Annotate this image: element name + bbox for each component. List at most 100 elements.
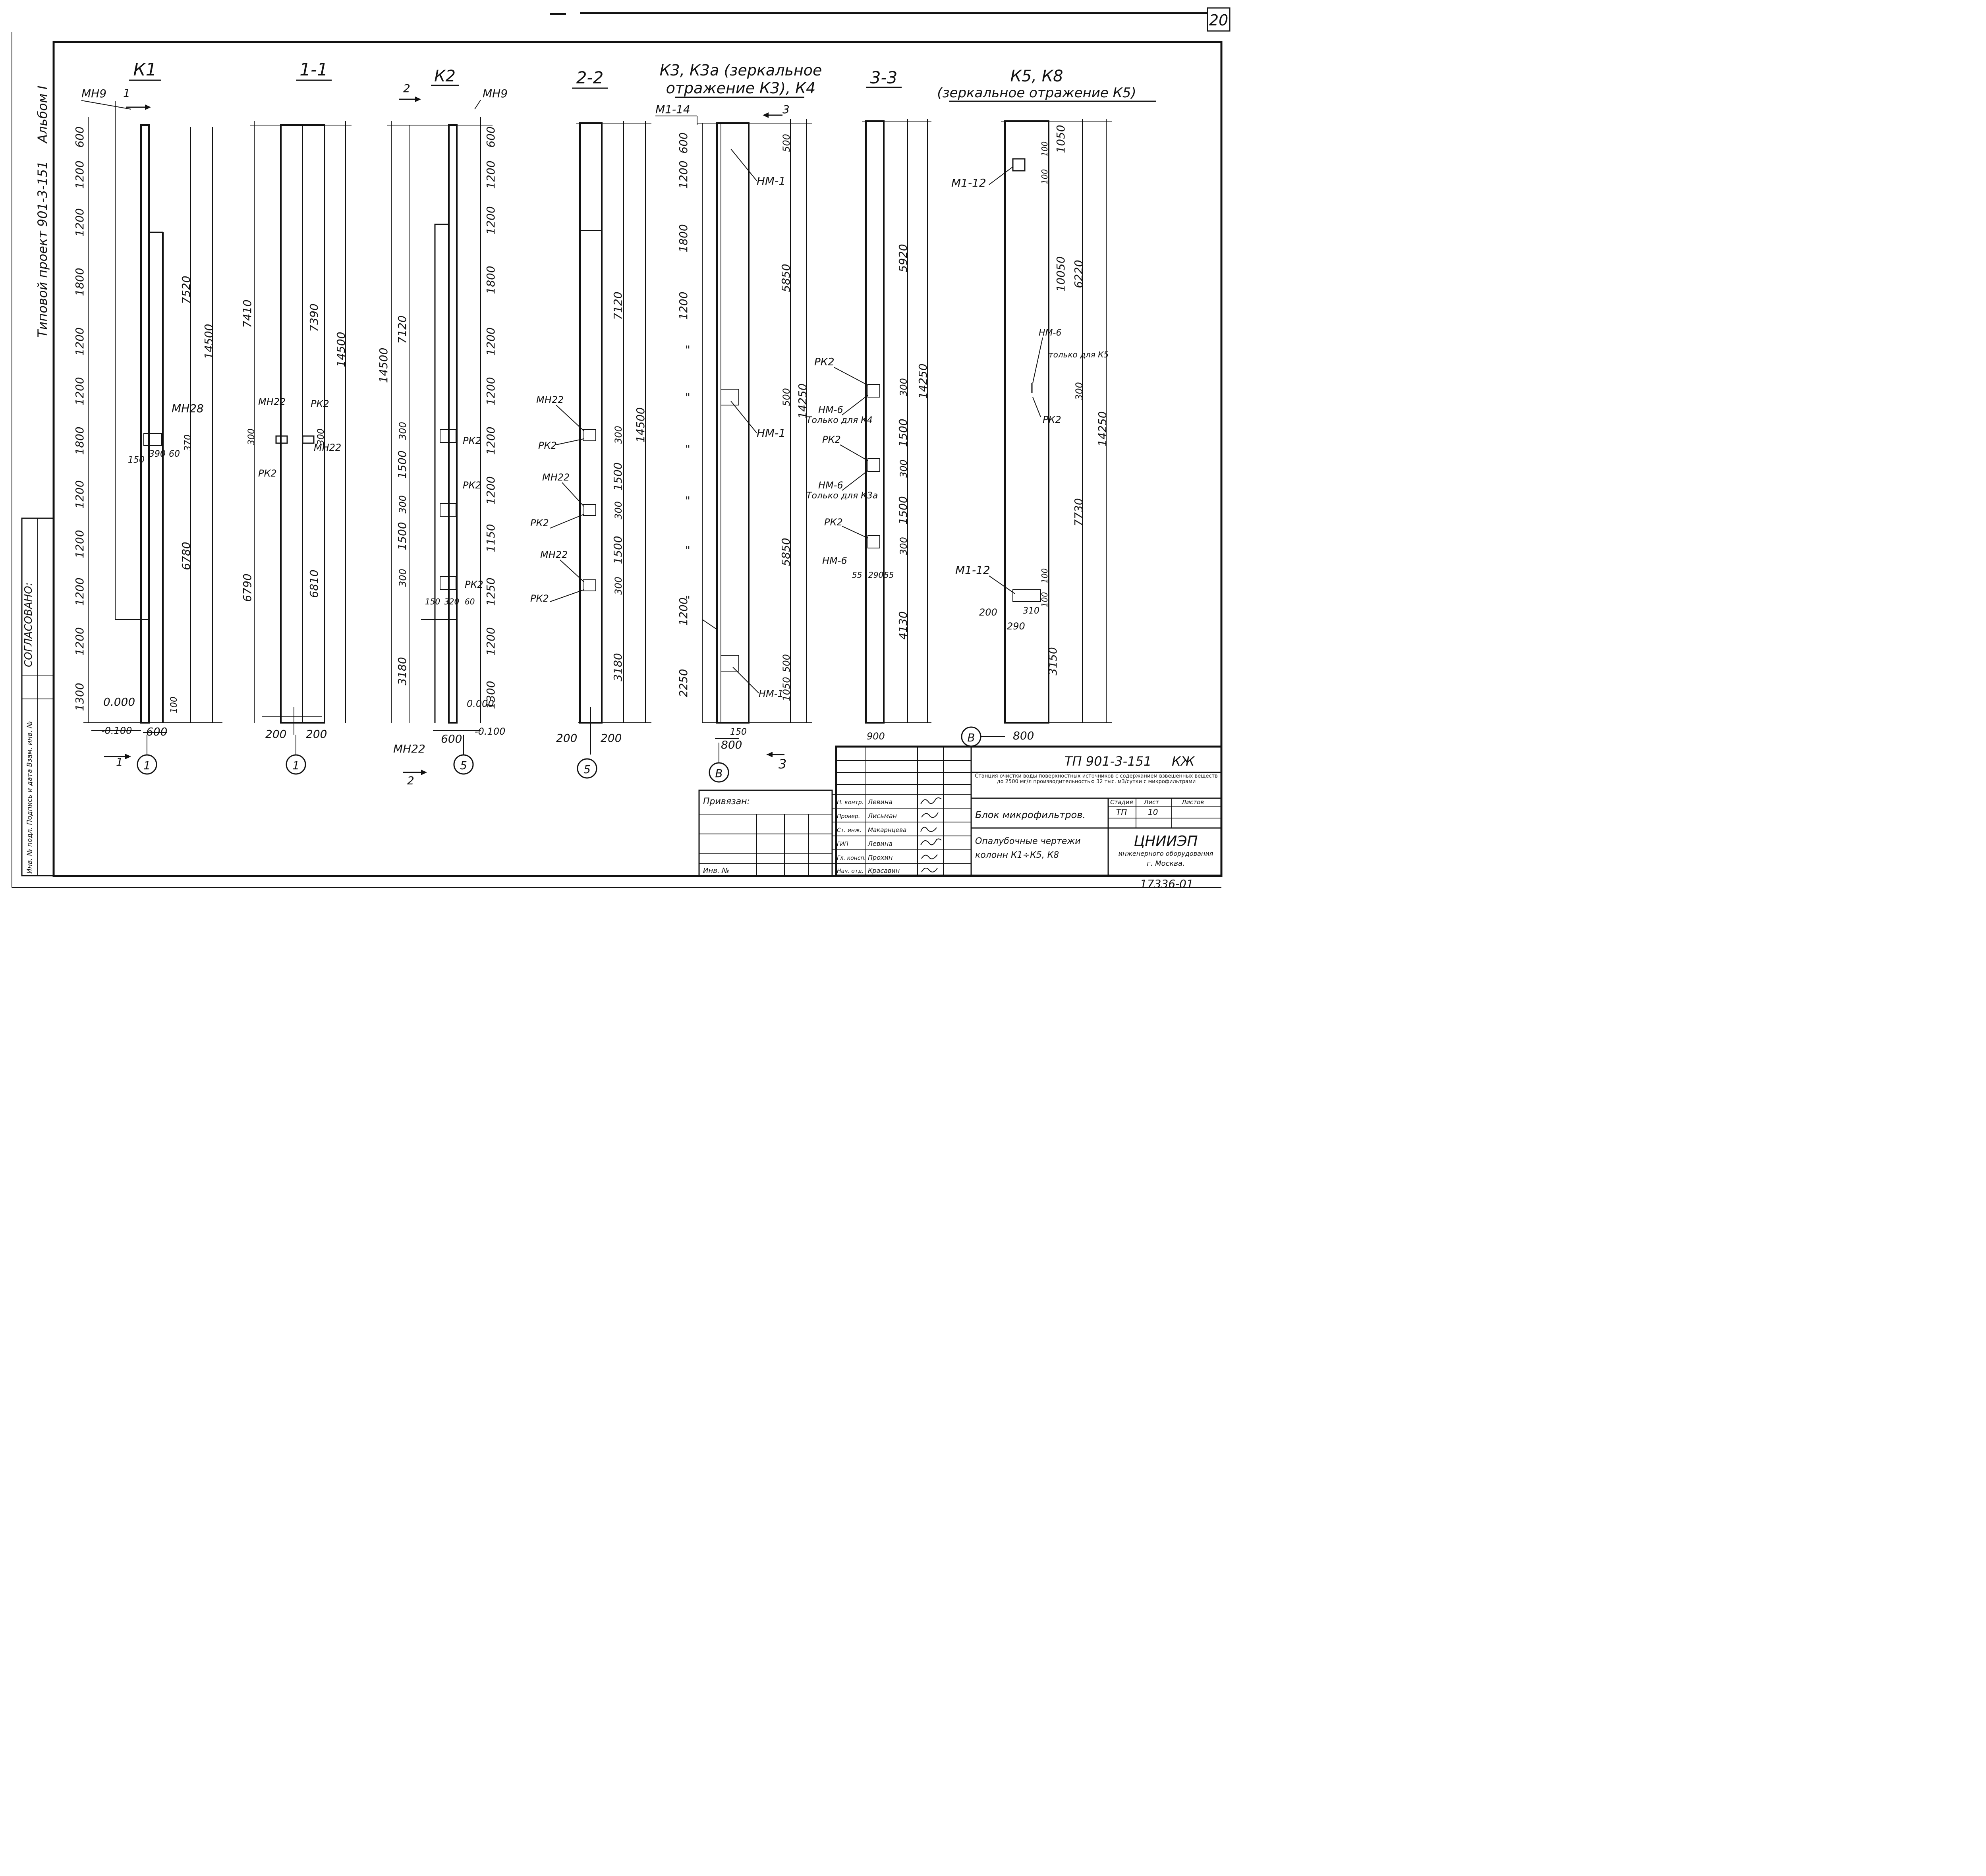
view-k3-dim-11: 1200 — [677, 597, 690, 625]
signature-4 — [920, 838, 942, 845]
view-3-3-dim-7: 300 — [898, 537, 909, 555]
view-2-2-label-pk2-2: РК2 — [530, 517, 549, 529]
view-2-2-width-r: 200 — [601, 731, 622, 745]
stamp-stage: ТП — [1116, 807, 1127, 817]
view-k1: К1 МН9 1 600 1200 1200 1800 1200 1200 18… — [73, 60, 222, 775]
project-number-vertical: Типовой проект 901-3-151 — [35, 161, 50, 338]
album-label-vertical: Альбом I — [35, 86, 50, 144]
section-marker-1-bottom: 1 — [116, 755, 123, 768]
view-k1-level-bottom: -0.100 — [101, 725, 132, 736]
view-k2-dim-9: 1150 — [484, 524, 497, 552]
view-k5-label-m1-12-bottom: М1-12 — [955, 564, 990, 577]
view-k3-dim-1: 600 — [677, 132, 690, 153]
view-1-1: 1-1 7410 6790 7390 14500 6810 МН22 РК2 3… — [241, 60, 352, 775]
view-k5-label-pk2: РК2 — [1043, 414, 1061, 425]
view-3-3-width: 900 — [867, 731, 885, 742]
view-2-2-label-pk2-1: РК2 — [538, 440, 557, 451]
view-2-2-dim-7: 300 — [613, 577, 624, 595]
view-k2-dim-11: 1200 — [484, 627, 497, 655]
section-marker-1-top: 1 — [123, 87, 130, 100]
view-2-2-dim-5: 300 — [613, 501, 624, 519]
view-3-3-dim-1: 5920 — [896, 244, 910, 272]
view-k5-dim-100-top: 100 — [1040, 141, 1049, 156]
view-k3-total-4: 14250 — [796, 383, 809, 419]
drawing-sheet: 20 Типовой проект 901-3-151 Альбом I СОГ… — [0, 0, 1251, 894]
signature-5 — [921, 854, 938, 859]
view-k1-total-3: 6780 — [180, 542, 193, 570]
view-k3-total-3: 500 — [781, 388, 792, 406]
view-3-3-label-only-k4: Только для К4 — [806, 415, 873, 425]
view-k1-dim-1: 600 — [73, 126, 86, 147]
view-k5-dim-300: 300 — [1074, 382, 1085, 400]
view-k1-dim-8: 1200 — [73, 480, 86, 508]
view-2-2-dim-8: 3180 — [611, 653, 624, 681]
view-1-1-label-300-l: 300 — [247, 428, 257, 445]
view-k1-label-60: 60 — [169, 449, 180, 459]
view-k3: К3, К3а (зеркальное отражение К3), К4 М1… — [655, 62, 822, 783]
view-3-3-dim-4: 1500 — [896, 419, 910, 447]
stamp-role-6: Нач. отд. — [837, 868, 864, 874]
view-1-1-axis-bubble: 1 — [292, 759, 299, 772]
stamp-role-2: Провер. — [837, 813, 860, 820]
view-k5-label-310: 310 — [1023, 606, 1039, 616]
view-k5-dim-10050: 10050 — [1054, 256, 1067, 291]
stamp-sheet-no: 10 — [1148, 807, 1158, 817]
section-marker-2-bottom: 2 — [407, 774, 414, 787]
view-k2-dim-2: 1200 — [484, 160, 497, 189]
section-marker-2-top: 2 — [403, 82, 410, 95]
bottom-note: 17336-01 — [1140, 877, 1194, 890]
view-k1-width: 600 — [146, 725, 167, 738]
view-k1-dim-11: 1200 — [73, 627, 86, 655]
view-3-3-dim-5: 300 — [898, 459, 909, 478]
view-k5-dim-100-top2: 100 — [1040, 169, 1049, 184]
view-1-1-title: 1-1 — [299, 60, 328, 80]
view-k1-dim-5: 1200 — [73, 327, 86, 355]
view-k1-total-1: 7520 — [180, 276, 193, 304]
view-k2-total-2: 7120 — [396, 315, 409, 344]
view-k3-dim-10: " — [685, 593, 690, 606]
view-3-3-label-only-k3a: Только для К3а — [806, 491, 878, 501]
view-k3-total-7: 1050 — [781, 677, 792, 701]
view-k2-label-pk2-1: РК2 — [463, 435, 481, 446]
view-2-2-dim-2: 14500 — [634, 407, 647, 442]
view-k3-dim-8: " — [685, 494, 690, 507]
view-k2-label-mn22: МН22 — [393, 742, 425, 755]
view-2-2-dim-1: 7120 — [611, 291, 624, 320]
view-k2-level-top: 0.000 — [467, 698, 494, 709]
view-1-1-dim-1: 7410 — [241, 299, 254, 328]
stamp-name-2: Лисьман — [867, 812, 897, 820]
view-1-1-width-l: 200 — [265, 728, 286, 741]
view-1-1-dim-2: 6790 — [241, 573, 254, 602]
view-k5-dim-6220: 6220 — [1072, 260, 1085, 288]
view-k2-total-5: 3180 — [396, 657, 409, 685]
view-k3-total-5: 5850 — [779, 538, 792, 566]
view-k3-label-nm1-2: НМ-1 — [757, 427, 786, 440]
view-3-3-label-nm6-2: НМ-6 — [818, 480, 843, 491]
view-k2-level-bottom: -0.100 — [475, 726, 505, 737]
stamp-sheet-title-1: Опалубочные чертежи — [975, 836, 1081, 846]
view-k3-total-2: 5850 — [779, 264, 792, 292]
view-k2-label-pk2-3: РК2 — [465, 579, 483, 590]
view-1-1-dim-4: 14500 — [334, 332, 348, 367]
stamp-org: ЦНИИЭП — [1134, 833, 1198, 849]
view-k3-label-nm1-3: НМ-1 — [759, 688, 784, 699]
view-k5-axis-bubble: В — [967, 731, 975, 744]
stamp-name-5: Прохин — [868, 854, 893, 861]
stamp-project-code: ТП 901-3-151 — [1064, 754, 1151, 769]
view-k1-label-150: 150 — [128, 455, 145, 465]
view-1-1-width-r: 200 — [306, 728, 327, 741]
view-k5-dim-100-bot: 100 — [1040, 568, 1049, 583]
view-k2-label-320: 320 — [444, 597, 459, 606]
signature-2 — [921, 812, 939, 818]
inventory-label: Инв. № подл. Подпись и дата Взам. инв. № — [26, 721, 34, 874]
view-k2-label-300-3: 300 — [397, 569, 408, 587]
view-k3-dim-2: 1200 — [677, 160, 690, 189]
view-k1-dim-10: 1200 — [73, 577, 86, 606]
view-3-3-dim-6: 1500 — [896, 496, 910, 524]
sheet-number: 20 — [1209, 12, 1228, 29]
stamp-tied-label: Привязан: — [703, 797, 750, 807]
view-k5-label-200: 200 — [979, 607, 997, 618]
view-k1-dim-9: 1200 — [73, 530, 86, 558]
view-k2-dim-1: 600 — [484, 126, 497, 147]
view-3-3-label-pk2-3: РК2 — [824, 517, 843, 528]
